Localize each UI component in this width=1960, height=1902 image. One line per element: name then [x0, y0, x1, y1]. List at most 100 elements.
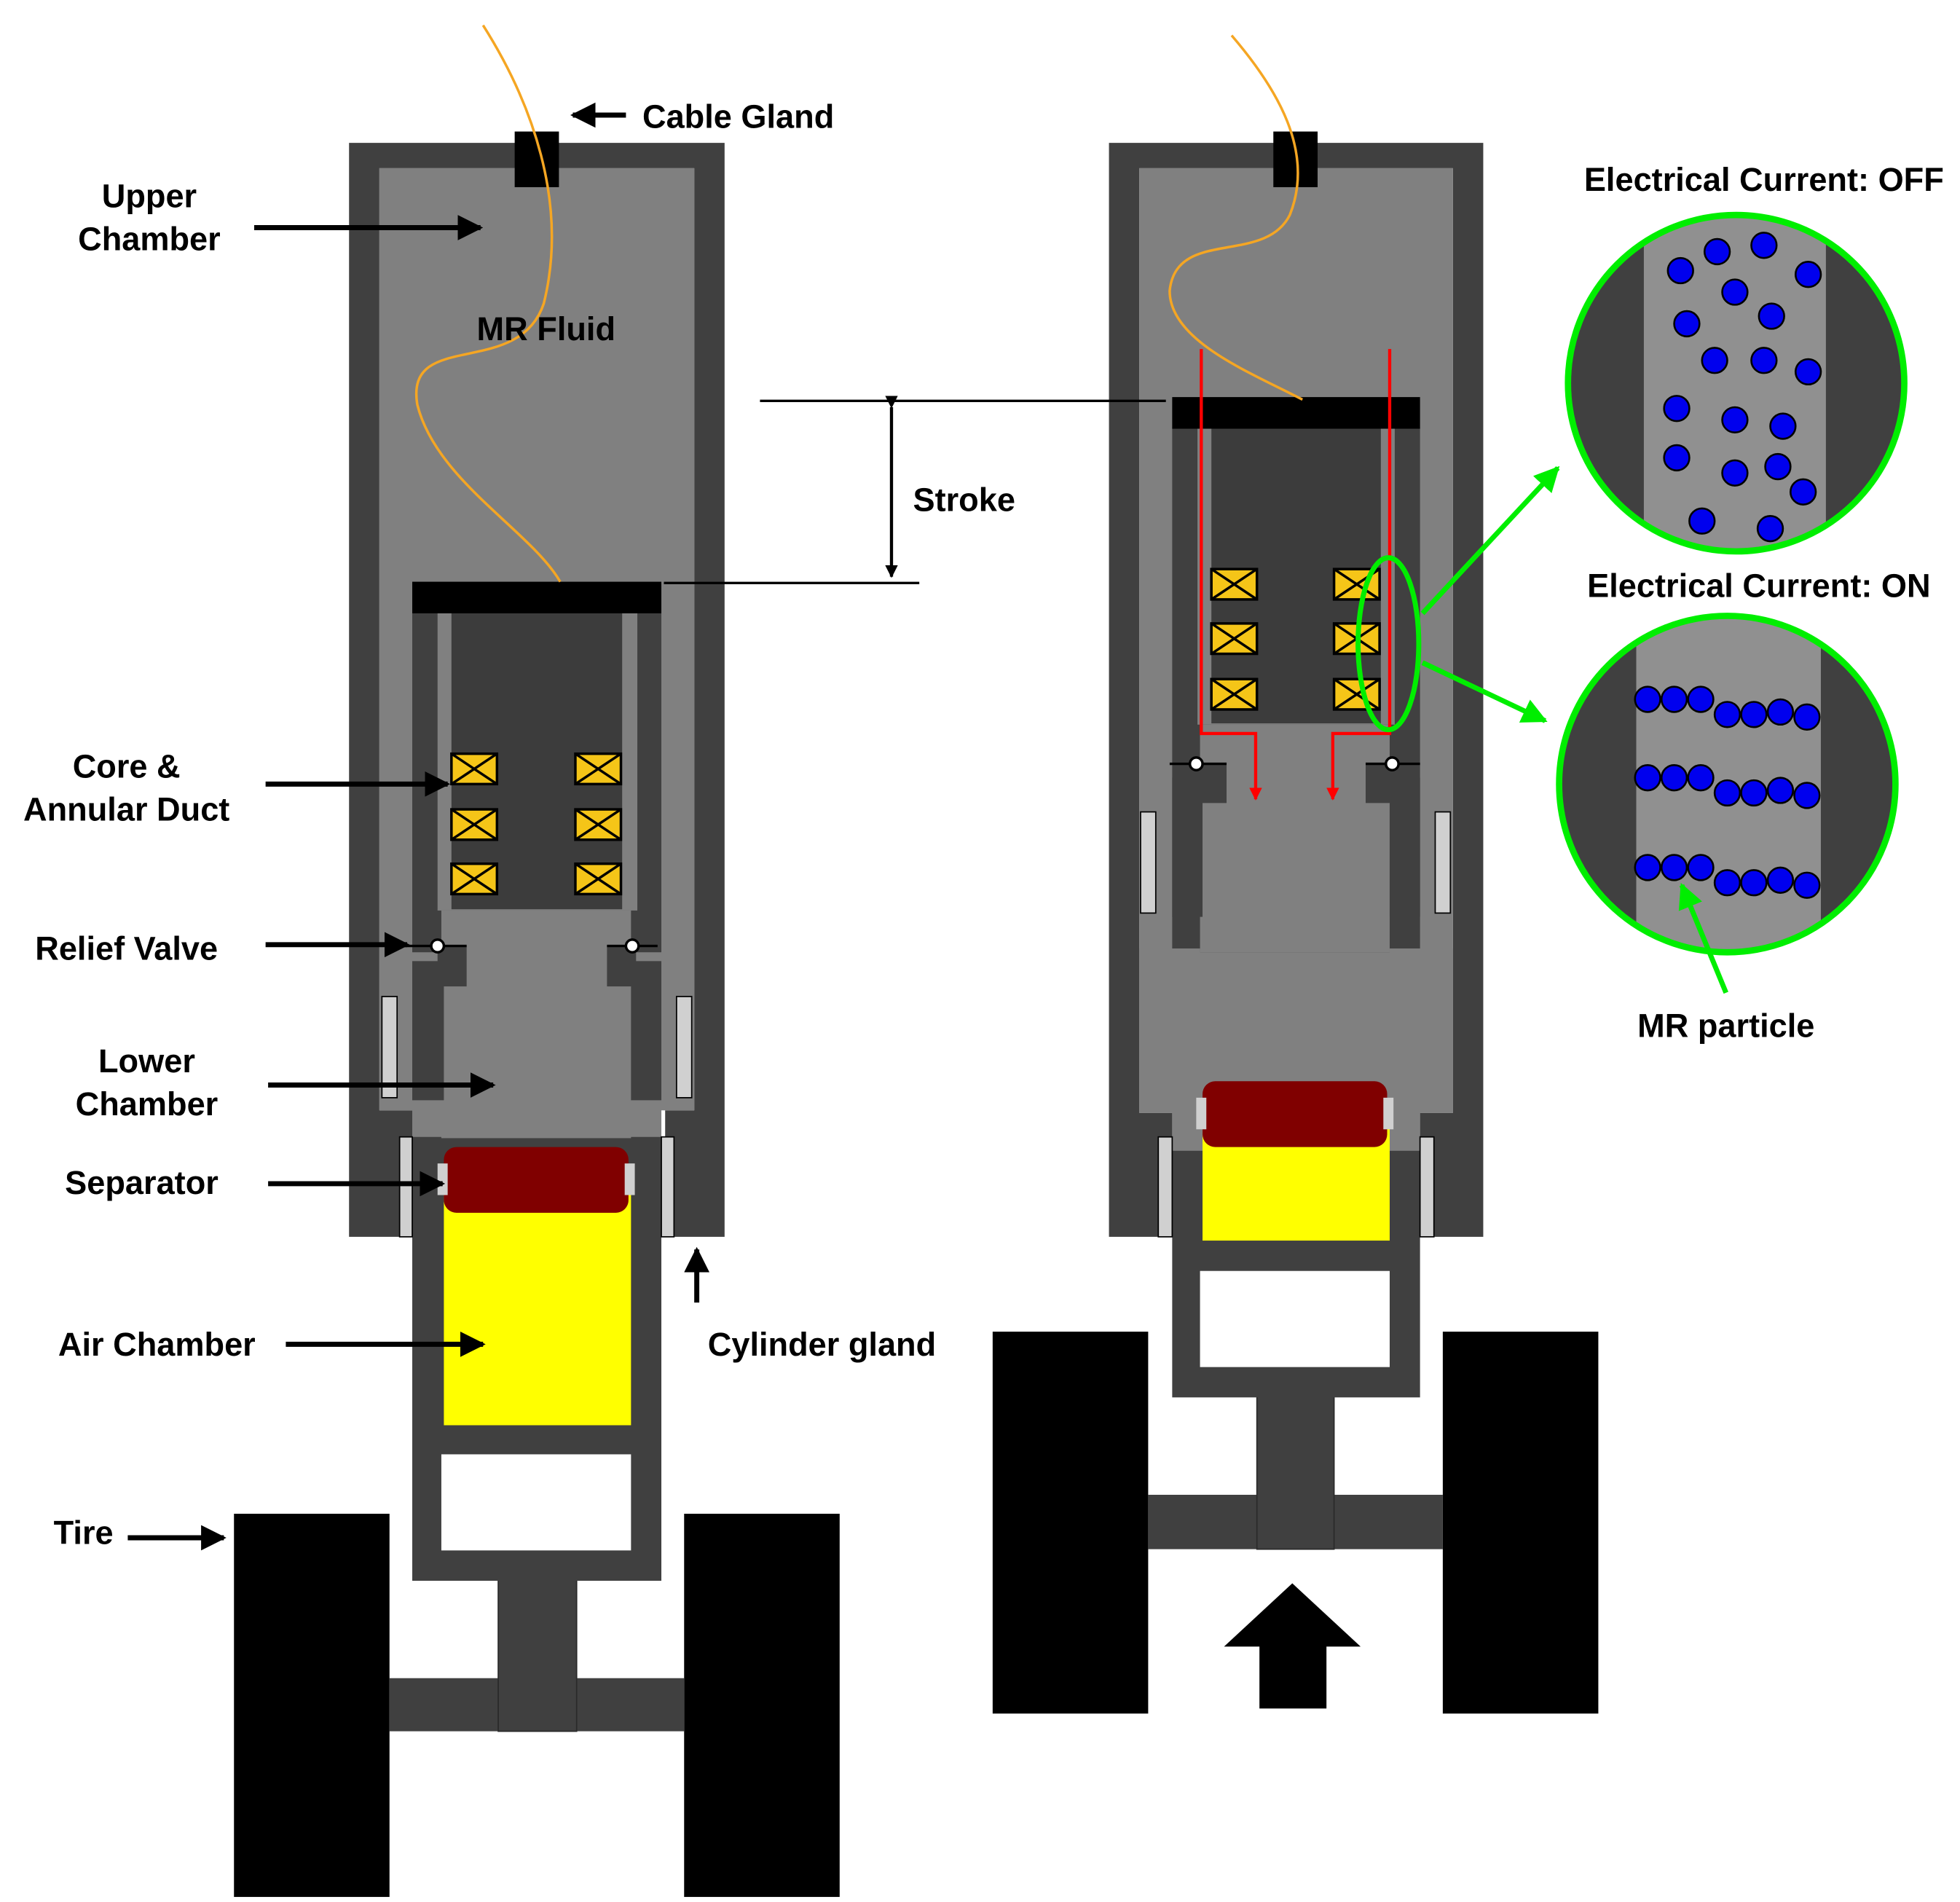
mr-particle [1766, 866, 1795, 894]
mr-particle [1687, 764, 1715, 792]
separator [1203, 1081, 1388, 1147]
tire-right [1442, 1332, 1599, 1714]
mr-particle [1721, 406, 1749, 434]
label-current-on: Electrical Current: ON [1587, 567, 1930, 604]
separator-seal [624, 1163, 635, 1195]
mr-particle [1660, 854, 1688, 881]
axle-mount [1256, 1395, 1335, 1550]
coil [450, 752, 499, 786]
label-core-duct: Core & [73, 748, 181, 785]
label-current-off: Electrical Current: OFF [1584, 161, 1944, 198]
mr-particle [1673, 310, 1701, 338]
stroke-dimension [664, 396, 1166, 585]
duct-highlight [1355, 555, 1422, 733]
mr-particle [1789, 478, 1817, 506]
mr-particle [1660, 685, 1688, 713]
cable-wire [1168, 34, 1303, 401]
piston-head [1172, 397, 1420, 429]
mr-particle [1660, 764, 1688, 792]
relief-valve-block [1148, 762, 1227, 917]
cable-wire [414, 24, 562, 583]
separator-seal [1196, 1097, 1207, 1130]
current-path [1200, 349, 1262, 801]
mr-particle-arrow [1678, 883, 1728, 994]
axle-mount [497, 1579, 578, 1732]
relief-valve [404, 938, 467, 954]
relief-valve-block [392, 946, 467, 1101]
label-separator: Separator [65, 1164, 219, 1201]
cylinder-wall [349, 143, 725, 1237]
labels: Cable Gland Upper Chamber MR Fluid Strok… [23, 98, 1944, 1551]
mr-particle [1740, 701, 1768, 728]
mr-particle [1740, 779, 1768, 807]
cylinder-gland-seal [1157, 1136, 1173, 1238]
left-damper [234, 24, 840, 1898]
separator-seal [1383, 1097, 1394, 1130]
label-lower-chamber: Chamber [76, 1085, 219, 1123]
label-relief-valve: Relief Valve [35, 930, 218, 967]
mr-particle [1687, 854, 1715, 881]
cylinder-gland-seal [1419, 1136, 1435, 1238]
inner-gap [1139, 948, 1200, 1113]
piston-seal [1434, 811, 1452, 914]
right-damper [992, 34, 1599, 1714]
piston-seal [675, 996, 693, 1099]
cylinder-gland-seal [398, 1136, 413, 1238]
piston-head [412, 581, 662, 613]
mr-particle [1634, 764, 1661, 792]
coil [574, 862, 623, 896]
mr-particle [1750, 347, 1778, 374]
label-cable-gland: Cable Gland [642, 98, 834, 135]
mr-particle [1794, 358, 1822, 386]
label-cylinder-gland: Cylinder gland [708, 1326, 936, 1363]
mr-particle [1766, 698, 1795, 726]
mr-particle [1721, 278, 1749, 306]
mr-particle [1793, 782, 1821, 809]
coil [574, 752, 623, 786]
mr-particle [1687, 685, 1715, 713]
piston-seal [1140, 811, 1157, 914]
magnifier-current-off [1565, 211, 1908, 555]
relief-valve [607, 938, 658, 954]
cylinder-wall [1109, 143, 1484, 1237]
mr-particle [1701, 347, 1728, 374]
particles-random [1663, 232, 1822, 543]
magnify-arrow [1420, 465, 1560, 616]
coil [1210, 567, 1259, 601]
up-arrow-icon [1224, 1583, 1361, 1709]
coil [1210, 677, 1259, 711]
label-lower-chamber: Lower [98, 1042, 195, 1080]
mr-particle [1713, 869, 1741, 897]
mr-particle [1703, 237, 1731, 266]
separator [444, 1147, 629, 1213]
label-stroke: Stroke [913, 481, 1015, 518]
mr-particle [1794, 261, 1822, 288]
relief-valve [1365, 756, 1420, 771]
inner-gap [1389, 948, 1453, 1113]
label-core-duct: Annular Duct [23, 791, 229, 828]
magnify-arrow [1421, 660, 1548, 723]
coil [1332, 677, 1381, 711]
tire-left [992, 1332, 1149, 1714]
mr-particle [1750, 232, 1778, 259]
magnifier-current-on [1556, 613, 1899, 956]
lower-chamber-fluid [1200, 724, 1390, 953]
mr-particle [1769, 412, 1797, 440]
label-mr-fluid: MR Fluid [477, 310, 615, 347]
tire-left [234, 1514, 390, 1898]
separator-seal [437, 1163, 448, 1195]
coil [1210, 622, 1259, 656]
coil [450, 808, 499, 841]
mr-particle [1793, 871, 1821, 899]
rod-air-pocket [1200, 1270, 1390, 1367]
mr-particle [1666, 256, 1694, 285]
mr-particle [1758, 302, 1785, 330]
mr-particle [1634, 854, 1661, 881]
mr-particle [1713, 779, 1741, 807]
coil [574, 808, 623, 841]
mr-particle [1766, 777, 1795, 804]
mr-particle [1793, 703, 1821, 731]
tire-right [684, 1514, 840, 1898]
mr-particle [1663, 444, 1691, 472]
